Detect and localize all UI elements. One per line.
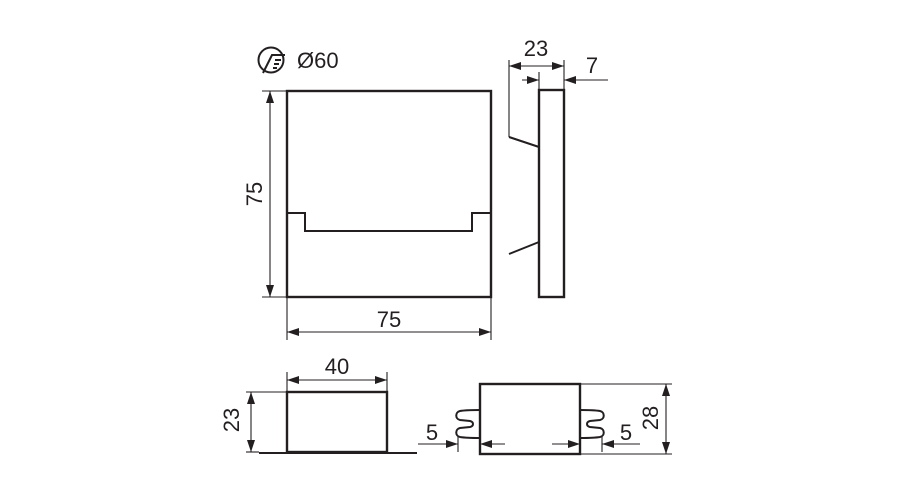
side-view [508, 88, 566, 299]
driver-right-tab-label: 5 [620, 420, 632, 445]
driver-left-tab-dimension [418, 436, 505, 452]
front-height-label: 75 [242, 182, 267, 206]
side-depth-label: 23 [524, 36, 548, 61]
driver-width-dimension [286, 372, 388, 392]
front-view [285, 89, 493, 299]
driver-left-tab-label: 5 [426, 420, 438, 445]
side-thickness-dimension [522, 72, 608, 90]
driver-width-label: 40 [325, 354, 349, 379]
driver-height-dimension [246, 391, 287, 453]
hole-saw-icon [257, 46, 285, 74]
side-depth-dimension [508, 60, 565, 137]
driver-side-view [455, 382, 605, 456]
driver-side-height-label: 28 [638, 406, 663, 430]
front-width-dimension [286, 297, 492, 340]
side-thickness-label: 7 [586, 53, 598, 78]
driver-right-tab-dimension [552, 436, 640, 452]
driver-side-height-dimension [580, 383, 672, 455]
cutout-diameter-label: Ø60 [297, 48, 339, 73]
driver-height-label: 23 [219, 408, 244, 432]
front-width-label: 75 [377, 307, 401, 332]
front-height-dimension [262, 90, 287, 298]
driver-front-view [259, 390, 417, 454]
